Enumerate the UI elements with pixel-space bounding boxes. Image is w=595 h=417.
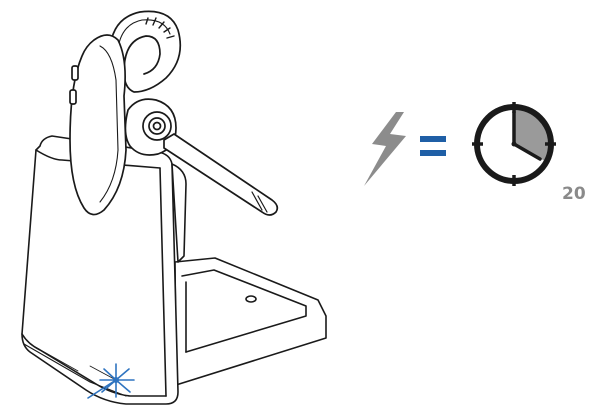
charging-base — [22, 136, 326, 404]
base-tray — [175, 258, 326, 385]
timer-label: 20 — [562, 184, 586, 204]
lightning-bolt-icon — [364, 112, 406, 186]
headset-button-upper — [72, 66, 78, 80]
headset-button-lower — [70, 90, 76, 104]
equals-icon — [420, 136, 446, 156]
timer-icon — [472, 102, 556, 186]
base-contact-dot — [246, 296, 256, 302]
